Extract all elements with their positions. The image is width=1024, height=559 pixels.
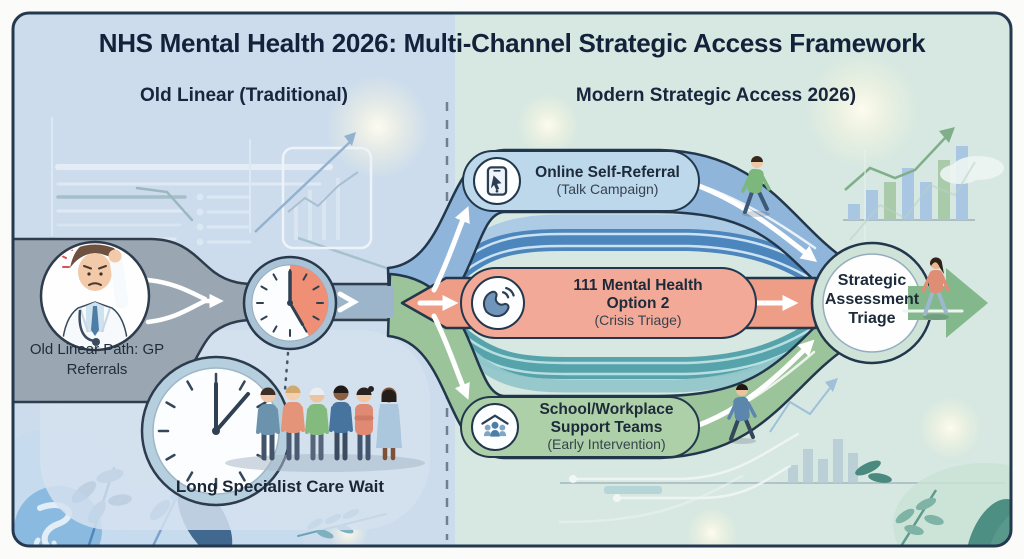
waiting-queue-illustration	[225, 385, 425, 472]
wait-clock	[140, 355, 292, 507]
background-growth-panel-left	[254, 132, 373, 250]
outcome-arrow	[902, 268, 988, 338]
background-document-lines	[51, 117, 447, 290]
clock-connector-dots	[283, 351, 290, 392]
glow-spots	[34, 52, 982, 546]
walking-figure-support	[727, 384, 757, 444]
gp-doctor-illustration	[39, 240, 151, 352]
countdown-clock	[242, 255, 338, 351]
walking-figure-outcome	[921, 257, 950, 320]
background-trend-behind-triage	[849, 150, 976, 250]
circuit-lines	[558, 432, 800, 524]
frame-border	[11, 11, 1013, 548]
walking-figure-online	[741, 156, 771, 217]
